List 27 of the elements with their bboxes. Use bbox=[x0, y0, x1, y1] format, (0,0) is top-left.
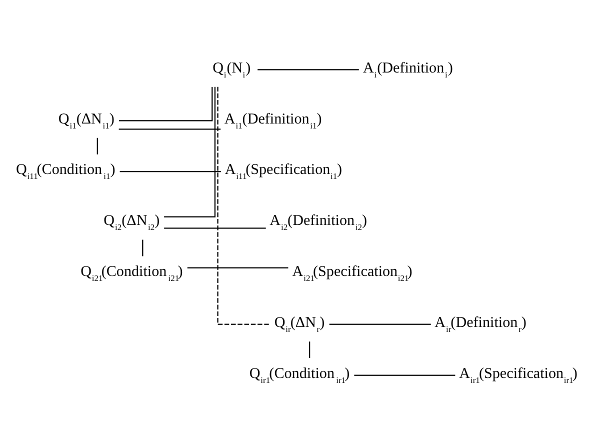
node-text: A$_{i11}$(Specification$_{i1}$) bbox=[224, 162, 342, 181]
node-text: A$_{ir1}$(Specification$_{ir1}$) bbox=[459, 365, 578, 384]
node-text: Q$_{i2}$(ΔN$_{i2}$) bbox=[104, 212, 160, 232]
node-text: Q$_{i21}$(Condition$_{i21}$) bbox=[80, 264, 183, 283]
connector bbox=[118, 128, 221, 130]
node-text: Q$_{i11}$(Condition$_{i1}$) bbox=[16, 162, 116, 181]
connector bbox=[329, 323, 431, 324]
connector bbox=[120, 170, 221, 172]
node-text: A$_{i}$(Definition$_{i}$) bbox=[363, 60, 453, 79]
node-text: Q$_{ir1}$(Condition$_{ir1}$) bbox=[249, 365, 350, 384]
node-text: A$_{i1}$(Definition$_{i1}$) bbox=[224, 110, 322, 130]
node-text: A$_{ir}$(Definition$_{r}$) bbox=[434, 314, 526, 334]
node-text: A$_{i2}$(Definition$_{i2}$) bbox=[270, 212, 368, 232]
connector bbox=[354, 374, 456, 376]
connector bbox=[217, 86, 270, 324]
node-text: Q$_{i1}$(ΔN$_{i1}$) bbox=[58, 110, 114, 130]
node-text: Q$_{i}$(N$_{i}$) bbox=[212, 60, 251, 79]
connector bbox=[187, 266, 288, 268]
connector bbox=[164, 227, 266, 228]
node-text: Q$_{ir}$(ΔN$_{r}$) bbox=[274, 314, 325, 334]
connector bbox=[142, 239, 144, 256]
connector bbox=[119, 86, 213, 121]
node-text: A$_{i21}$(Specification$_{i21}$) bbox=[292, 264, 412, 283]
connector bbox=[164, 86, 216, 217]
connector bbox=[96, 137, 98, 154]
connector bbox=[258, 68, 359, 70]
connector bbox=[309, 341, 310, 358]
